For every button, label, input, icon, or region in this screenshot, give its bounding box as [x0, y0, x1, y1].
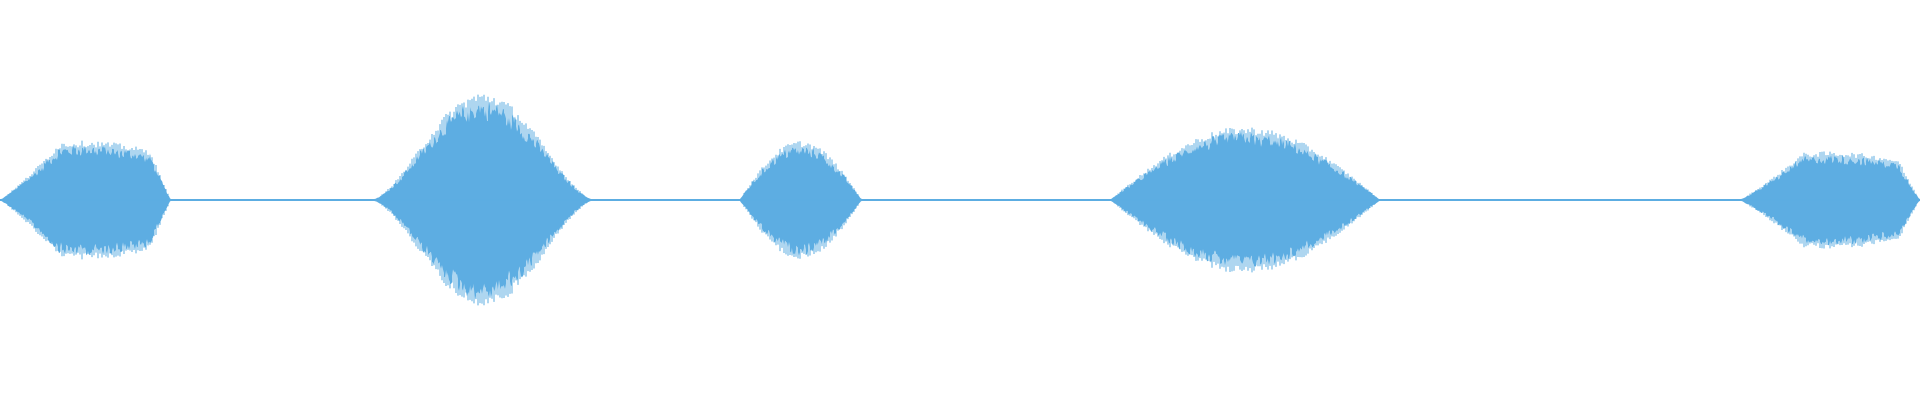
- audio-waveform[interactable]: [0, 0, 1920, 400]
- audio-waveform-view[interactable]: [0, 0, 1920, 400]
